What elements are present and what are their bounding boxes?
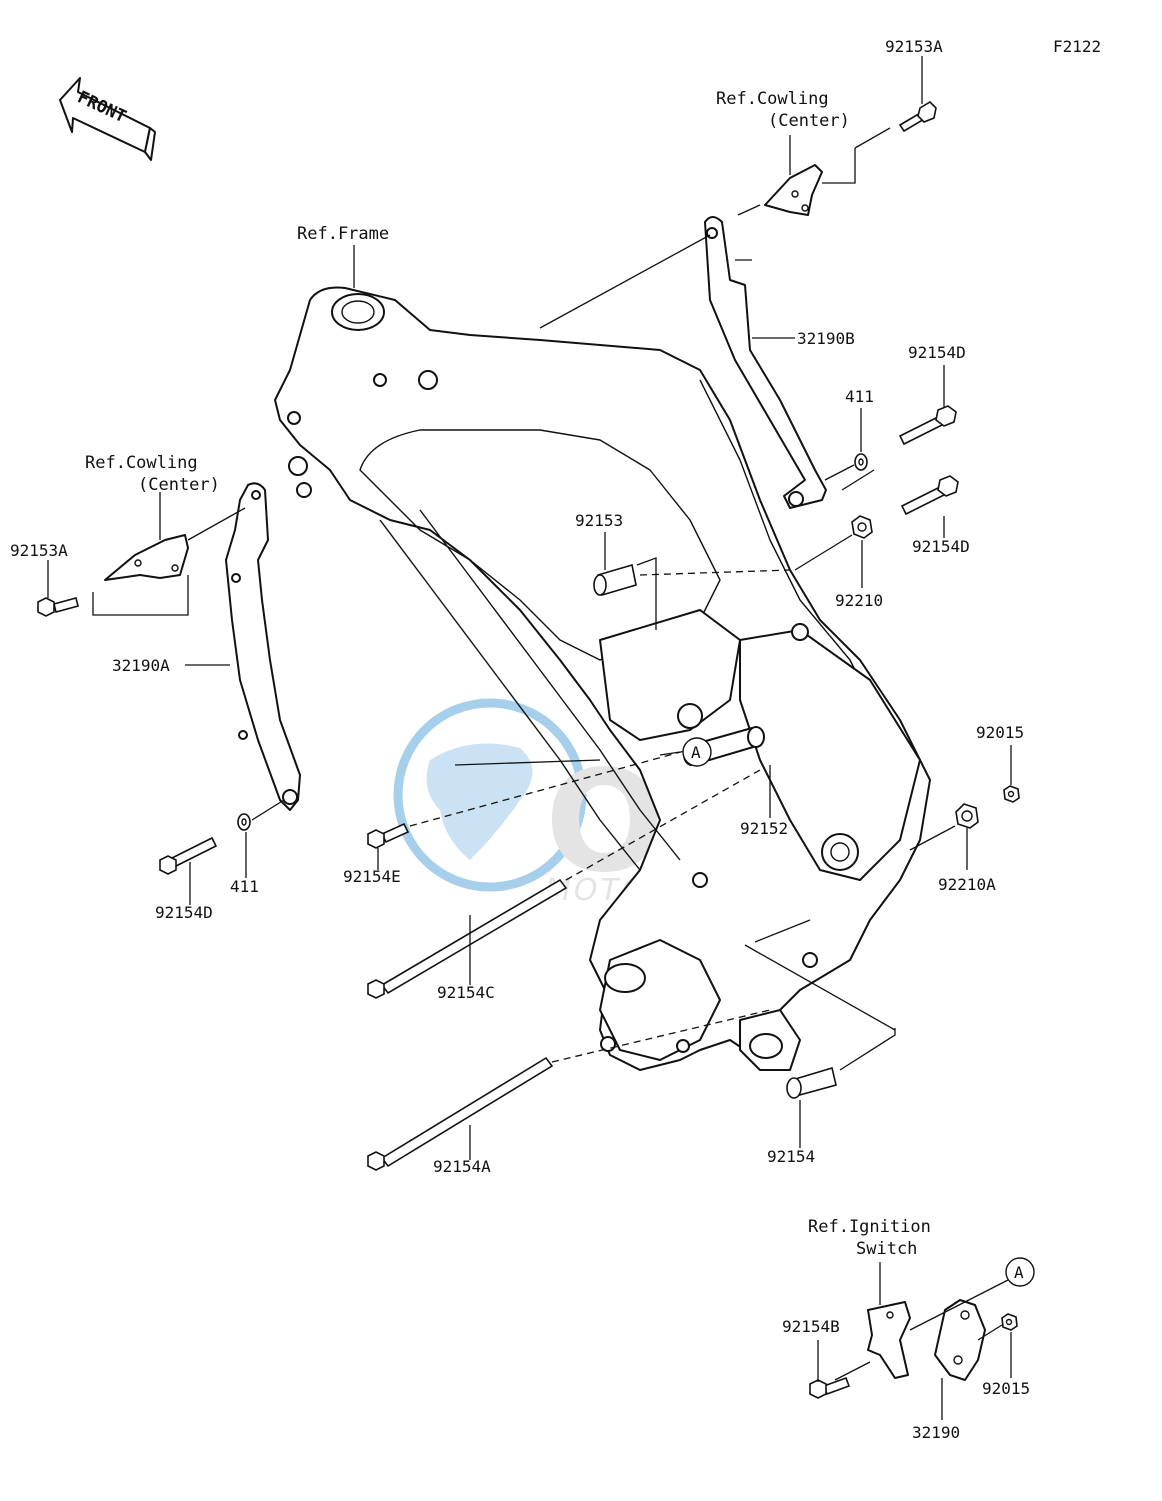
label-32190: 32190 — [912, 1423, 960, 1442]
label-ref-ignition-1: Ref.Ignition — [808, 1217, 931, 1237]
nut-92210 — [851, 515, 873, 539]
dashed-assembly-lines — [409, 569, 791, 1063]
bracket-32190A — [225, 482, 301, 811]
collar-92154 — [786, 1066, 837, 1099]
label-ref-ignition-2: Switch — [856, 1239, 917, 1259]
label-92210A: 92210A — [938, 875, 996, 894]
label-92154C: 92154C — [437, 983, 495, 1002]
label-32190B: 32190B — [797, 329, 855, 348]
callout-marker-a-detail: A — [1005, 1257, 1035, 1287]
bolt-92154D-left — [159, 836, 218, 875]
callout-marker-a-main-label: A — [691, 743, 701, 762]
label-92210: 92210 — [835, 591, 883, 610]
bracket-32190 — [934, 1299, 986, 1381]
label-92153: 92153 — [575, 511, 623, 530]
bolt-92154D-mid — [900, 475, 959, 516]
label-ref-cowling-right-1: Ref.Cowling — [716, 89, 829, 109]
label-411-left: 411 — [230, 877, 259, 896]
bolt-92154E — [367, 822, 410, 849]
label-92153A-top: 92153A — [885, 37, 943, 56]
watermark-globe-continent — [426, 743, 533, 860]
label-ref-frame: Ref.Frame — [297, 224, 389, 244]
nut-92015-bottom — [1001, 1313, 1018, 1331]
bolt-92153A-top — [898, 100, 937, 133]
label-92154A: 92154A — [433, 1157, 491, 1176]
label-ref-cowling-left-2: (Center) — [138, 475, 220, 495]
bolt-92153A-left — [37, 597, 79, 617]
figure-code: F2122 — [1053, 37, 1101, 56]
bracket-32190B — [704, 216, 827, 509]
nut-92210A — [955, 803, 979, 829]
label-ref-cowling-right-2: (Center) — [768, 111, 850, 131]
label-92152: 92152 — [740, 819, 788, 838]
label-92154D-mid: 92154D — [912, 537, 970, 556]
frame-drawing — [274, 286, 931, 1071]
label-32190A: 32190A — [112, 656, 170, 675]
label-92154B: 92154B — [782, 1317, 840, 1336]
cowling-bracket-left — [104, 534, 189, 581]
washer-411-right — [854, 453, 868, 471]
callout-marker-a-detail-label: A — [1014, 1263, 1024, 1282]
label-411-right: 411 — [845, 387, 874, 406]
cowling-bracket-right — [764, 164, 823, 216]
bolt-92154A — [367, 1056, 554, 1171]
nut-92015-right — [1003, 785, 1020, 803]
label-92154D-top: 92154D — [908, 343, 966, 362]
callout-marker-a-main: A — [682, 737, 712, 767]
leader-lines — [47, 56, 1012, 1420]
label-92015-bottom: 92015 — [982, 1379, 1030, 1398]
label-92154: 92154 — [767, 1147, 815, 1166]
bolt-92154D-top — [898, 405, 957, 446]
bolt-92154B — [809, 1376, 851, 1399]
label-ref-cowling-left-1: Ref.Cowling — [85, 453, 198, 473]
collar-92153 — [593, 563, 637, 597]
watermark-globe-ring — [393, 698, 587, 892]
label-92153A-left: 92153A — [10, 541, 68, 560]
bolt-92154C — [367, 878, 568, 999]
label-92154D-left: 92154D — [155, 903, 213, 922]
label-92154E: 92154E — [343, 867, 401, 886]
label-92015-right: 92015 — [976, 723, 1024, 742]
washer-411-left — [237, 813, 251, 831]
front-arrow-icon: FRONT — [59, 77, 156, 161]
ignition-switch-bracket — [867, 1301, 911, 1379]
